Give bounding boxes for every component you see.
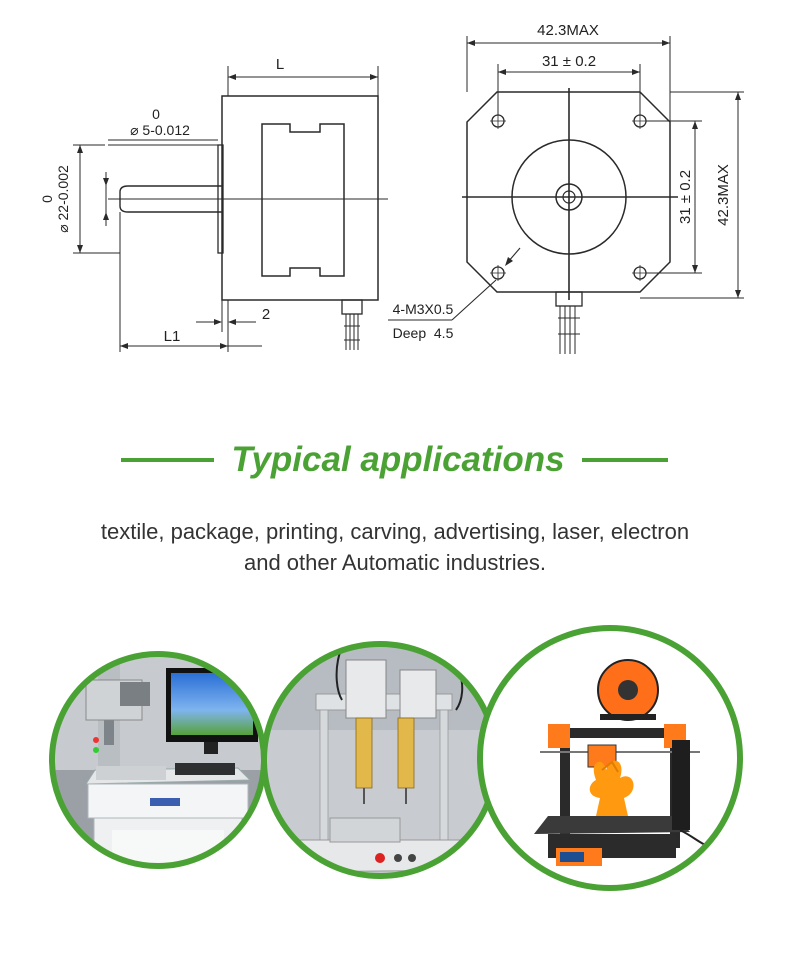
front-view-dimensions: [388, 36, 744, 321]
laser-marking-machine-icon: [49, 651, 267, 869]
side-connector: [341, 299, 363, 315]
boss-height-label: 2: [262, 306, 270, 323]
front-connector-pins: [558, 306, 580, 354]
shaft-length-label: L1: [164, 328, 181, 345]
front-view-labels: 42.3MAX 31 ± 0.2 31 ± 0.2 42.3MAX 4-M3X0…: [393, 22, 732, 341]
side-view-dimensions: [73, 66, 379, 352]
motor-dimension-drawing: L 0 ⌀ 5-0.012 0 ⌀ 22-0.002 L1 2: [39, 22, 744, 354]
shaft-diameter-tolerance: 0: [152, 106, 160, 122]
boss-diameter-label: ⌀ 22-0.002: [55, 165, 71, 233]
boss-diameter-tolerance: 0: [39, 195, 55, 203]
description-line-1: textile, package, printing, carving, adv…: [100, 519, 690, 544]
motor-body-inner-outline: [261, 123, 345, 277]
section-heading: Typical applications: [0, 432, 790, 488]
outer-height-label: 42.3MAX: [715, 164, 732, 226]
description-line-2: and other Automatic industries.: [243, 550, 547, 575]
side-view-labels: L 0 ⌀ 5-0.012 0 ⌀ 22-0.002 L1 2: [39, 56, 284, 345]
hole-spacing-h-label: 31 ± 0.2: [542, 53, 596, 70]
thread-spec-label: 4-M3X0.5: [393, 301, 454, 317]
application-photos: [49, 625, 743, 891]
shaft-diameter-label: ⌀ 5-0.012: [130, 122, 190, 138]
front-connector: [555, 291, 583, 307]
dispensing-robot-icon: [261, 641, 499, 879]
mounting-holes: [490, 113, 648, 281]
length-label: L: [276, 56, 284, 73]
front-face-outline: [466, 91, 671, 293]
front-view: [462, 88, 678, 354]
side-connector-pins: [344, 314, 360, 350]
motor-body-outline: [221, 95, 379, 301]
heading-rule-left: [121, 458, 214, 462]
heading-rule-right: [582, 458, 668, 462]
hole-spacing-v-label: 31 ± 0.2: [677, 170, 694, 224]
section-description: textile, package, printing, carving, adv…: [40, 516, 750, 578]
3d-printer-icon: [477, 625, 743, 891]
outer-width-label: 42.3MAX: [537, 22, 599, 39]
section-title: Typical applications: [231, 440, 565, 479]
side-view: [108, 95, 388, 350]
thread-depth-label: Deep 4.5: [393, 325, 454, 341]
